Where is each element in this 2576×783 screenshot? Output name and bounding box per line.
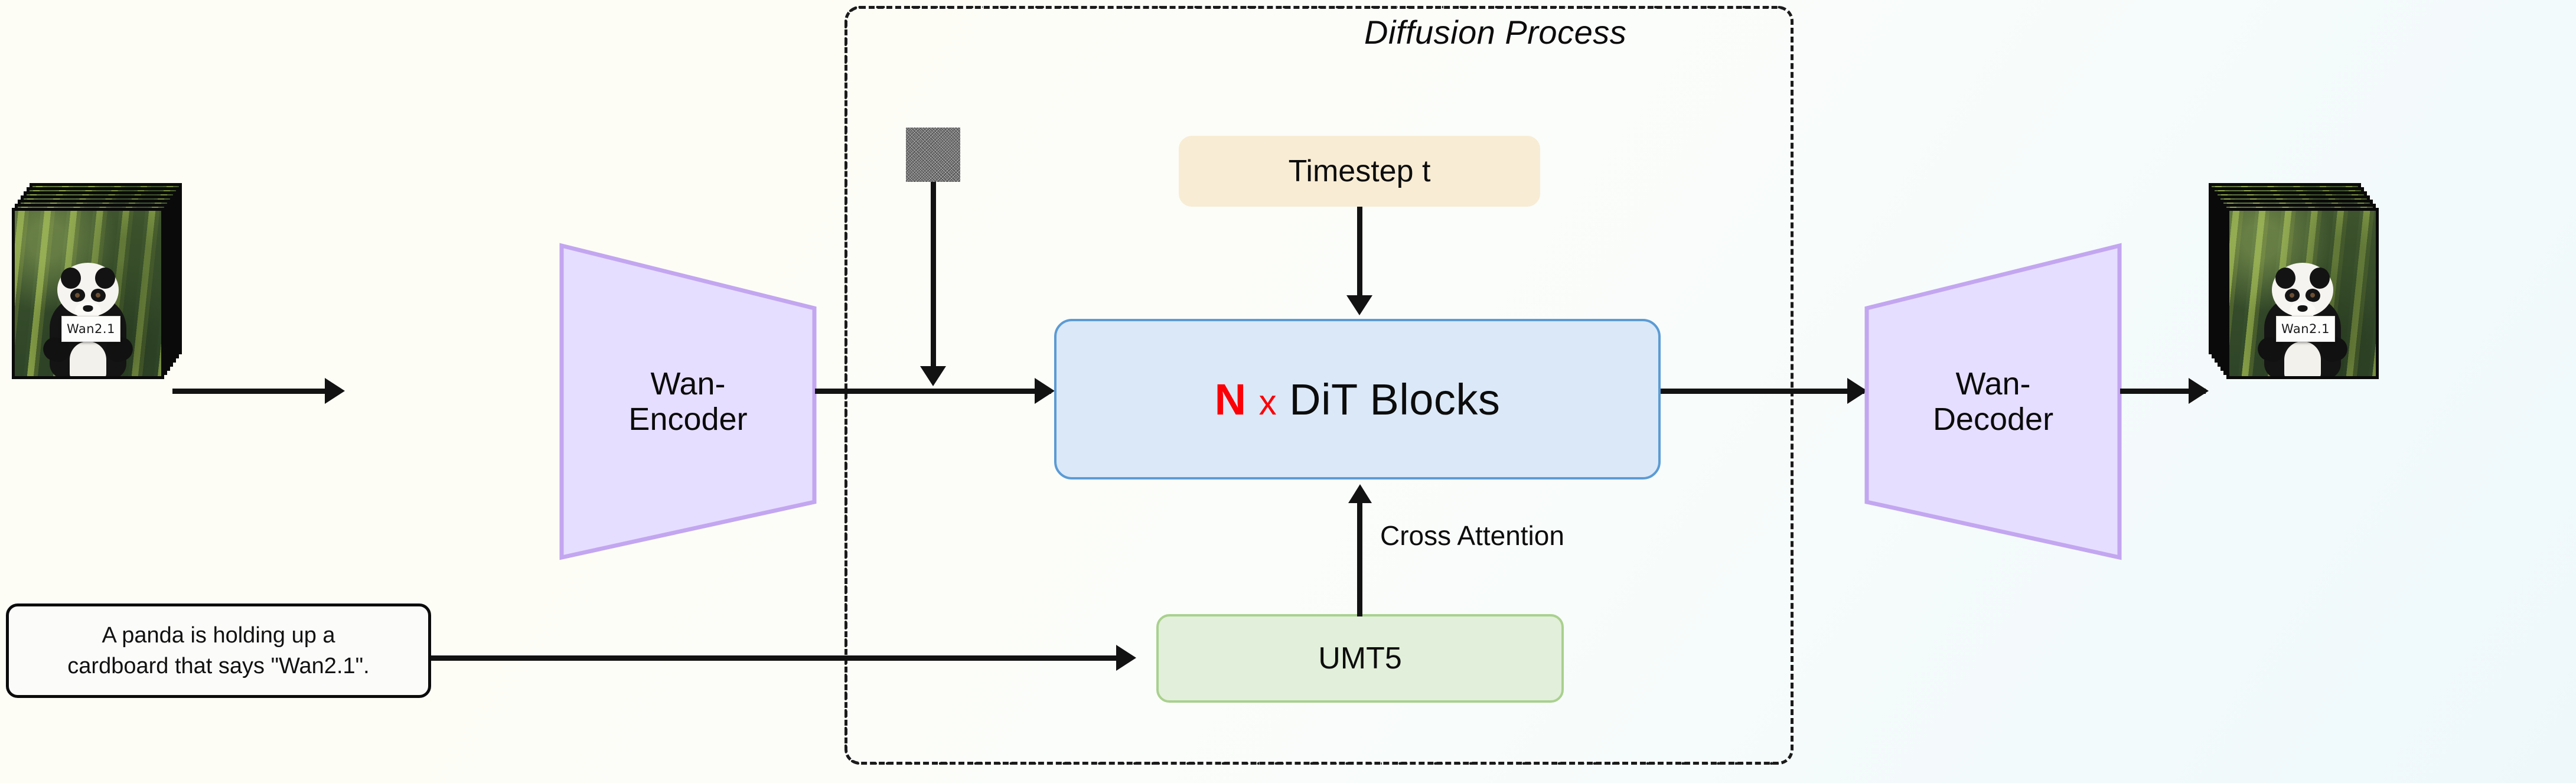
noise-latent-patch (906, 128, 960, 182)
edge-prompt-to-umt5 (431, 655, 1119, 661)
edge-decoder-to-output (2120, 389, 2206, 394)
panda-sign-text: Wan2.1 (2275, 316, 2335, 342)
diffusion-process-region (844, 6, 1794, 765)
prompt-line-2: cardboard that says "Wan2.1". (67, 654, 370, 678)
arrowhead-icon (920, 366, 946, 386)
list-item: Wan2.1 (12, 208, 164, 379)
timestep-label: Timestep t (1288, 154, 1431, 188)
arrowhead-icon (1035, 378, 1055, 404)
dit-blocks-node[interactable]: N x DiT Blocks (1054, 319, 1661, 479)
arrowhead-icon (1348, 484, 1372, 503)
arrowhead-icon (1847, 378, 1867, 404)
arrowhead-icon (1346, 295, 1372, 315)
wan-decoder-node[interactable]: Wan- Decoder (1863, 242, 2123, 561)
edge-dit-to-decoder (1661, 389, 1864, 394)
arrowhead-icon (2189, 378, 2209, 404)
diffusion-process-label: Diffusion Process (1364, 14, 1627, 51)
arrowhead-icon (325, 378, 345, 404)
edge-timestep-to-dit (1357, 207, 1362, 298)
output-video-frames: Wan2.1 (2209, 183, 2392, 396)
input-video-frames: Wan2.1 (12, 183, 189, 396)
trapezoid-shape (559, 243, 817, 560)
edge-noise-to-latent (931, 182, 936, 370)
panda-sign-text: Wan2.1 (61, 316, 120, 342)
dit-repeat-count: N (1214, 374, 1247, 424)
wan-decoder-label: Wan- Decoder (1932, 366, 2054, 437)
edge-encoder-to-dit (815, 389, 1051, 394)
timestep-node[interactable]: Timestep t (1179, 136, 1540, 207)
dit-multiply-symbol: x (1258, 382, 1277, 422)
umt5-label: UMT5 (1318, 641, 1402, 676)
prompt-text-box[interactable]: A panda is holding up a cardboard that s… (6, 603, 431, 698)
edge-cross-attention (1357, 501, 1362, 616)
list-item: Wan2.1 (2226, 208, 2379, 379)
wan-encoder-label: Wan- Encoder (628, 366, 748, 437)
cross-attention-label: Cross Attention (1380, 520, 1564, 551)
dit-blocks-text: DiT Blocks (1289, 374, 1501, 424)
wan-encoder-node[interactable]: Wan- Encoder (558, 242, 818, 561)
umt5-node[interactable]: UMT5 (1156, 614, 1564, 703)
trapezoid-shape (1864, 243, 2122, 560)
edge-input-to-encoder (172, 389, 329, 394)
dit-blocks-label: N x DiT Blocks (1215, 374, 1501, 425)
arrowhead-icon (1116, 645, 1136, 671)
prompt-line-1: A panda is holding up a (102, 622, 335, 648)
